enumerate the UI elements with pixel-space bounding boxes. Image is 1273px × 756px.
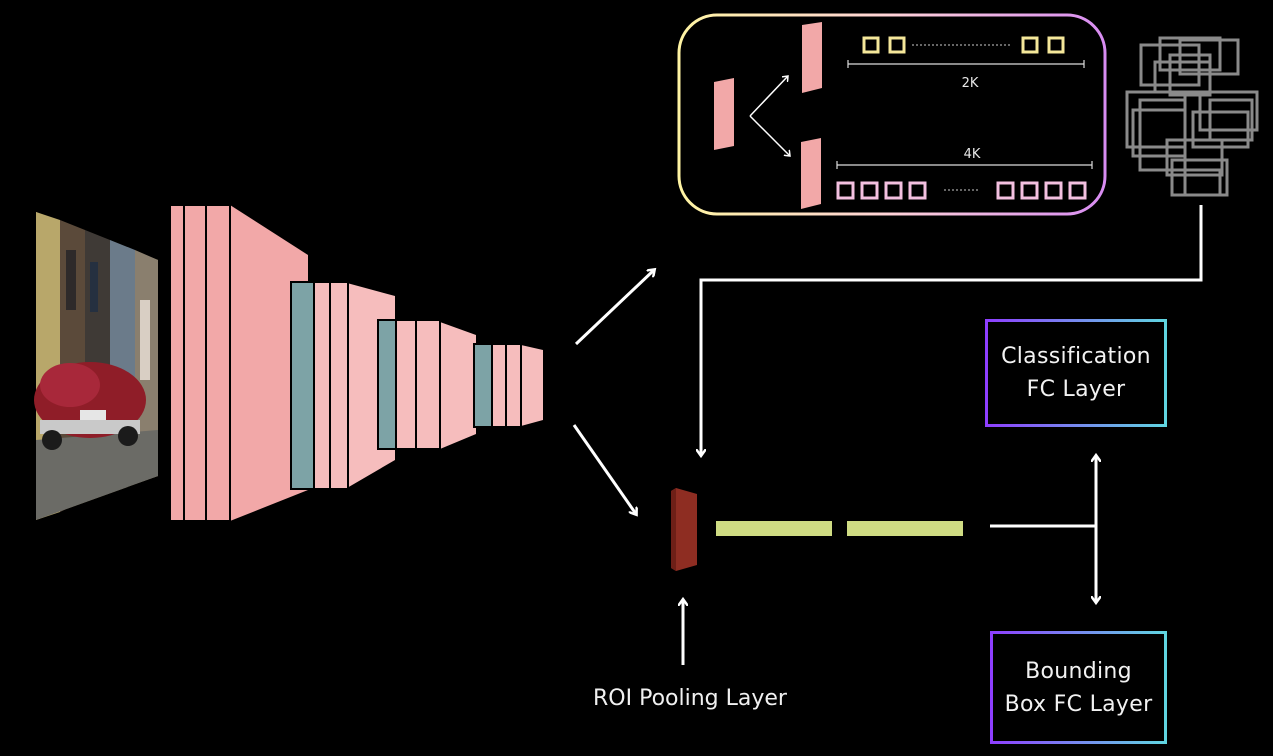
proposals-to-roi-connector (701, 205, 1203, 455)
fc-layers (716, 521, 963, 536)
roi-pooling-layer (671, 488, 697, 571)
bounding-box-fc-layer-label: Bounding Box FC Layer (993, 634, 1164, 741)
region-proposals (1125, 36, 1259, 197)
backbone-conv-layers (169, 204, 543, 522)
rpn-label-4k: 4K (964, 147, 981, 162)
rpn-label-2k: 2K (962, 76, 979, 91)
reg-anchor-boxes (836, 181, 1087, 200)
bounding-box-fc-layer-box: Bounding Box FC Layer (990, 631, 1167, 744)
classification-fc-layer-box: Classification FC Layer (985, 319, 1167, 427)
classification-fc-layer-label: Classification FC Layer (988, 322, 1164, 424)
rpn-panel: 2K 4K (677, 13, 1107, 216)
input-image (34, 212, 158, 520)
cls-anchor-boxes (862, 36, 1065, 54)
head-branch-connector (990, 456, 1096, 602)
roi-pooling-layer-label: ROI Pooling Layer (593, 686, 787, 711)
backbone-to-rpn-arrow (574, 270, 654, 346)
backbone-to-roi-arrow (572, 424, 636, 514)
fc-layer-2 (847, 521, 963, 536)
fc-layer-1 (716, 521, 832, 536)
